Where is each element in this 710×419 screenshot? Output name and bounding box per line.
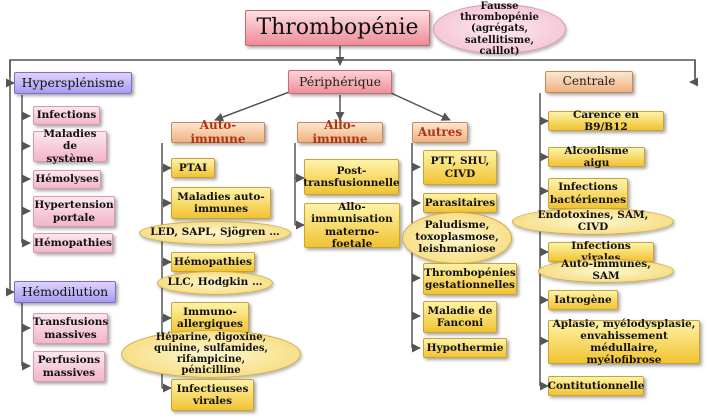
hemo-item-perfusions: Perfusions massives [33,351,105,382]
other-header: Autres [412,122,468,143]
other-fanconi: Maladie de Fanconi [423,301,497,333]
central-viral-examples: Auto-immunes, SAM [538,258,674,283]
false-thrombopenia: Fausse thrombopénie (agrégats, satelliti… [433,1,566,57]
hyper-item-infections: Infections [33,106,100,125]
auto-mai: Maladies auto- immunes [171,187,271,219]
auto-mai-examples: LED, SAPL, Sjögren … [139,221,291,245]
autoimmune-header: Auto-immune [171,118,265,145]
auto-hemopathies-examples: LLC, Hodgkin … [157,271,273,295]
central-iatrogenic: Iatrogène [548,290,618,310]
root-title: Thrombopénie [245,10,430,46]
hyper-item-systeme: Maladies de système [33,128,107,165]
central-constitutional: Contitutionnelle [548,376,644,396]
other-parasitic-examples: Paludisme, toxoplasmose, leishmaniose [402,212,512,264]
hemo-item-transfusions: Transfusions massives [33,313,108,344]
alloimmune-header: Allo-immune [297,118,383,145]
allo-post-transfusion: Post- transfusionnelle [303,159,400,195]
other-gestational: Thrombopénies gestationnelles [423,263,517,295]
other-ptt: PTT, SHU, CIVD [423,150,497,185]
hypersplenism-header: Hypersplénisme [14,72,132,94]
auto-immunoallergic: Immuno- allergiques [171,302,249,334]
other-parasitic: Parasitaires [423,193,497,213]
allo-immunisation: Allo- immunisation materno-foetale [304,201,400,250]
central-alcohol: Alcoolisme aigu [548,145,645,169]
central-bacterial: Infections bactériennes [548,178,628,209]
other-hypothermia: Hypothermie [423,338,507,358]
central-aplasia: Aplasie, myélodysplasie, envahissement m… [548,318,700,366]
auto-hemopathies: Hémopathies [171,252,255,272]
central-bacterial-examples: Endotoxines, SAM, CIVD [512,208,674,235]
central-header: Centrale [545,71,633,93]
hyper-item-hemopathies: Hémopathies [33,233,113,253]
auto-ptai: PTAI [171,158,215,178]
hyper-item-hypertension: Hypertension portale [33,196,115,227]
auto-immunoallergic-examples: Héparine, digoxine, quinine, sulfamides,… [121,330,301,378]
peripheral-header: Périphérique [288,70,392,94]
auto-infectious: Infectieuses virales [171,379,254,411]
hyper-item-hemolyses: Hémolyses [33,170,101,189]
central-carence: Carence en B9/B12 [548,109,664,133]
hemodilution-header: Hémodilution [14,281,116,303]
